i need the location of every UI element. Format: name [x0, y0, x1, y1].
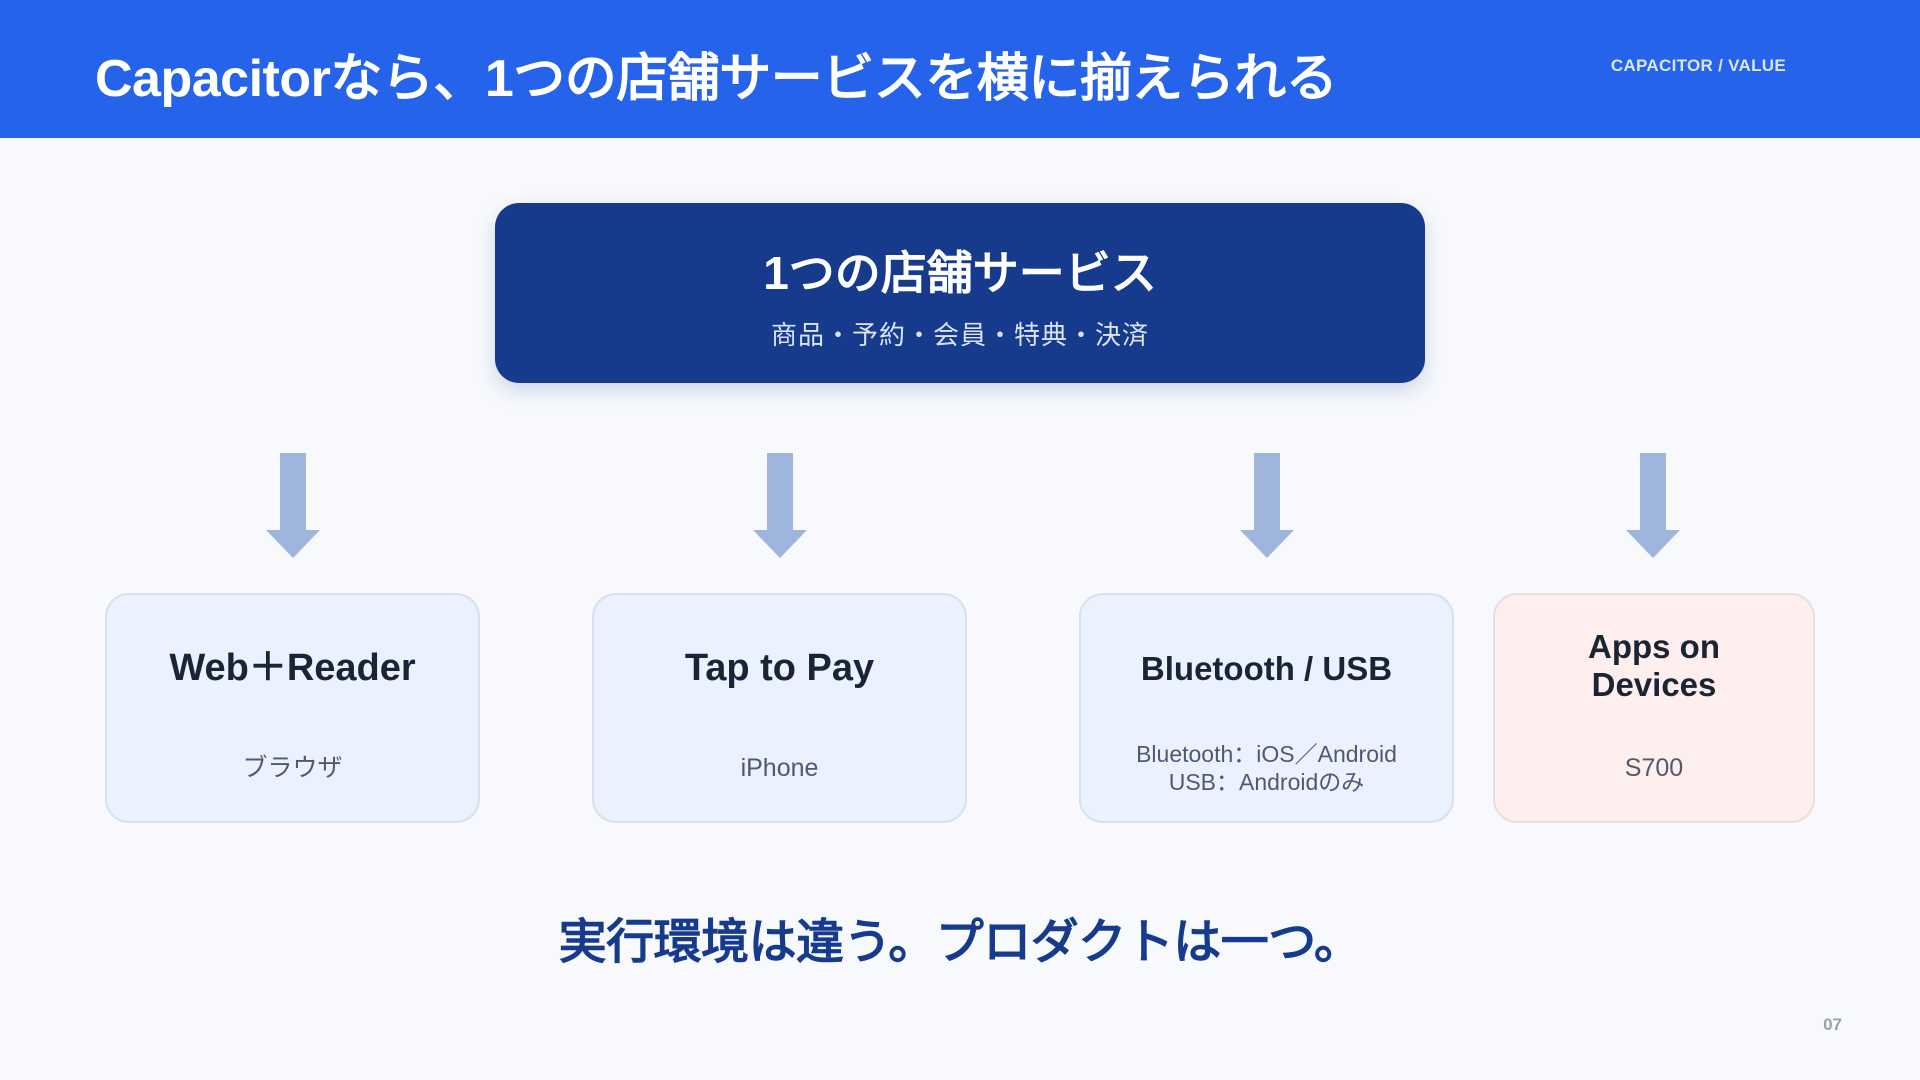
target-card-subtitle: iPhone	[740, 754, 819, 782]
target-card-title: Web＋Reader	[169, 647, 416, 689]
core-service-title: 1つの店舗サービス	[763, 247, 1157, 299]
target-card-tap-to-pay: Tap to Pay iPhone	[592, 593, 967, 823]
down-arrow-icon	[266, 453, 320, 558]
core-service-box: 1つの店舗サービス 商品・予約・会員・特典・決済	[495, 203, 1425, 383]
section-tag: CAPACITOR / VALUE	[1610, 56, 1786, 75]
target-card-apps-on-devices: Apps on Devices S700	[1493, 593, 1815, 823]
page-number: 07	[1823, 1015, 1842, 1034]
down-arrow-icon	[753, 453, 807, 558]
target-card-title: Tap to Pay	[684, 647, 875, 689]
header-bar: Capacitorなら、1つの店舗サービスを横に揃えられる CAPACITOR …	[0, 0, 1920, 138]
tagline: 実行環境は違う。プロダクトは一つ。	[558, 916, 1362, 969]
target-card-title: Apps on Devices	[1505, 628, 1803, 704]
down-arrow-icon	[1240, 453, 1294, 558]
target-card-subtitle: S700	[1624, 754, 1684, 782]
target-card-title-line: Devices	[1591, 665, 1717, 703]
target-card-subtitle-line: Bluetooth：iOS／Android	[1136, 741, 1397, 767]
core-service-subtitle: 商品・予約・会員・特典・決済	[770, 320, 1149, 350]
down-arrow-icon	[1626, 453, 1680, 558]
target-card-title-line: Apps on	[1588, 628, 1720, 665]
slide-title: Capacitorなら、1つの店舗サービスを横に揃えられる	[95, 50, 1338, 108]
target-card-web-reader: Web＋Reader ブラウザ	[105, 593, 480, 823]
target-card-subtitle-line: USB：Androidのみ	[1168, 768, 1365, 795]
target-card-bluetooth-usb: Bluetooth / USB Bluetooth：iOS／Android US…	[1079, 593, 1454, 823]
target-card-title: Bluetooth / USB	[1140, 650, 1393, 687]
target-card-subtitle: ブラウザ	[242, 754, 343, 782]
target-card-subtitle: Bluetooth：iOS／Android USB：Androidのみ	[1091, 741, 1442, 796]
